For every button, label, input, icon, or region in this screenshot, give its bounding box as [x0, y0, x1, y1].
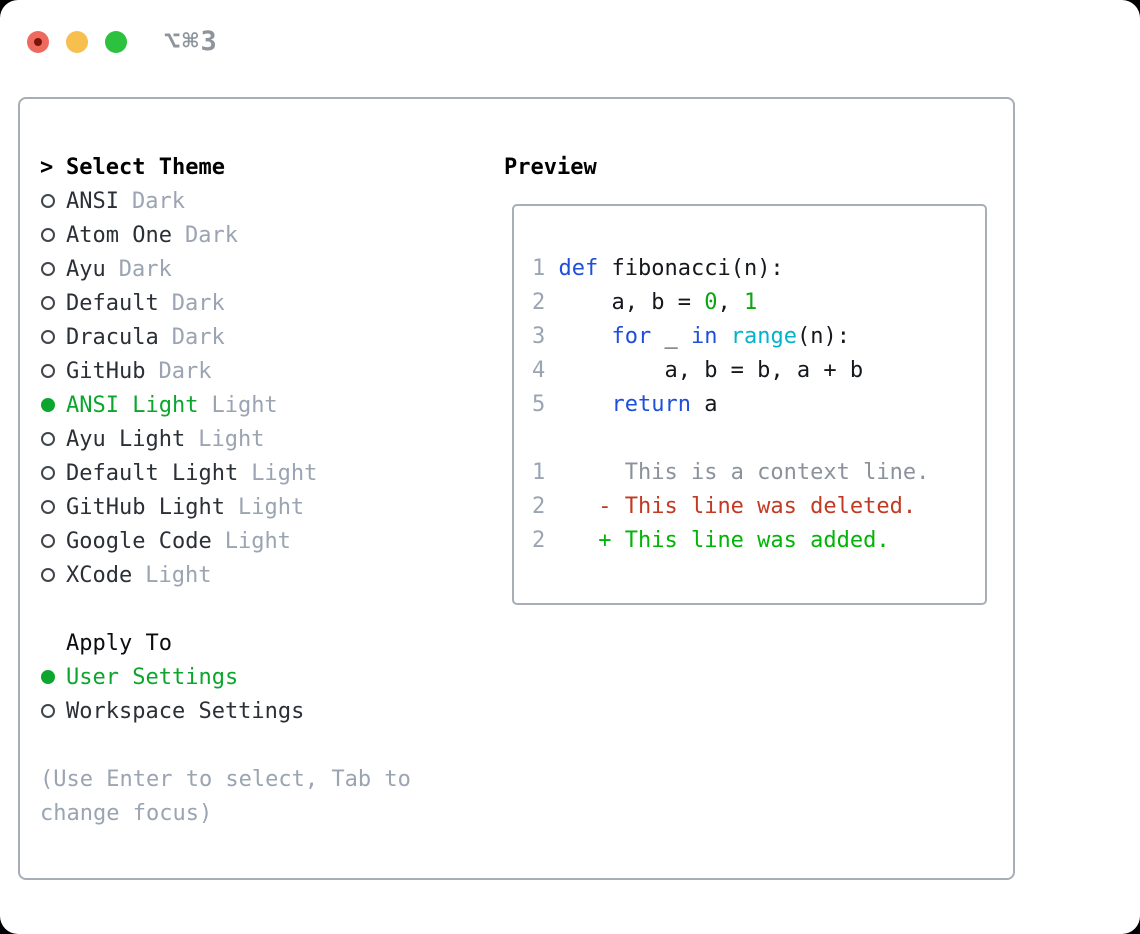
theme-variant-tag: Light — [224, 528, 291, 554]
theme-variant-tag: Dark — [184, 222, 238, 248]
theme-name: GitHub Light — [66, 494, 225, 520]
select-theme-header-label: Select Theme — [66, 154, 225, 180]
window-minimize-button[interactable] — [66, 30, 88, 53]
code-line: 4 a, b = b, a + b — [532, 358, 864, 383]
theme-item[interactable]: Default Dark — [40, 286, 502, 320]
theme-name: Default Light — [66, 460, 239, 486]
preview-title: Preview — [504, 154, 597, 180]
radio-circle-icon — [41, 533, 55, 548]
theme-name: GitHub — [66, 358, 146, 384]
theme-name: ANSI — [66, 188, 119, 214]
apply-option[interactable]: Workspace Settings — [40, 694, 502, 728]
radio-circle-icon — [41, 431, 55, 446]
spacer — [40, 728, 502, 762]
window-zoom-button[interactable] — [105, 30, 127, 53]
theme-item[interactable]: Google Code Light — [40, 524, 502, 558]
theme-item[interactable]: GitHub Dark — [40, 354, 502, 388]
hint-text: (Use Enter to select, Tab to change focus… — [40, 762, 502, 830]
theme-variant-tag: Light — [237, 494, 305, 520]
radio-selected-icon — [41, 397, 55, 412]
window-close-button[interactable] — [27, 30, 49, 53]
code-line: 2 + This line was added. — [532, 528, 890, 553]
radio-selected-icon — [41, 669, 55, 684]
selection-caret: > — [40, 154, 54, 180]
code-preview: 1 def fibonacci(n): 2 a, b = 0, 1 3 for _ … — [532, 252, 985, 558]
theme-name: Atom One — [66, 222, 172, 248]
theme-item[interactable]: ANSI Dark — [40, 184, 502, 218]
code-line: 2 - This line was deleted. — [532, 494, 917, 519]
code-line: 1 This is a context line. — [532, 460, 930, 485]
theme-variant-tag: Light — [251, 460, 318, 486]
theme-name: Google Code — [66, 528, 212, 554]
radio-circle-icon — [41, 193, 55, 208]
close-dot-icon — [34, 37, 42, 46]
code-line — [532, 422, 985, 456]
theme-name: ANSI Light — [66, 392, 199, 418]
theme-name: Ayu Light — [66, 426, 186, 452]
theme-item[interactable]: Ayu Dark — [40, 252, 502, 286]
theme-variant-tag: Dark — [131, 188, 185, 214]
radio-circle-icon — [41, 465, 55, 480]
window-title: ⌥⌘3 — [164, 26, 219, 57]
preview-box: 1 def fibonacci(n): 2 a, b = 0, 1 3 for _ … — [512, 204, 987, 605]
theme-variant-tag: Light — [198, 426, 265, 452]
hint-line: change focus) — [40, 800, 213, 826]
theme-item[interactable]: GitHub Light Light — [40, 490, 502, 524]
radio-circle-icon — [41, 567, 55, 582]
code-line: 1 def fibonacci(n): — [532, 256, 784, 281]
apply-option-label: Workspace Settings — [66, 698, 305, 724]
code-line: 2 a, b = 0, 1 — [532, 290, 758, 315]
window-titlebar: ⌥⌘3 — [27, 26, 219, 57]
code-line: 3 for _ in range(n): — [532, 324, 850, 349]
code-line: 5 return a — [532, 392, 718, 417]
theme-variant-tag: Light — [211, 392, 278, 418]
theme-variant-tag: Dark — [158, 358, 212, 384]
hint-line: (Use Enter to select, Tab to — [40, 766, 411, 792]
theme-name: Dracula — [66, 324, 159, 350]
spacer — [40, 592, 502, 626]
theme-variant-tag: Dark — [118, 256, 172, 282]
radio-circle-icon — [41, 363, 55, 378]
radio-circle-icon — [41, 703, 55, 718]
select-theme-header: > Select Theme — [40, 150, 502, 184]
theme-variant-tag: Light — [145, 562, 212, 588]
theme-item[interactable]: ANSI Light Light — [40, 388, 502, 422]
radio-circle-icon — [41, 295, 55, 310]
apply-option-label: User Settings — [66, 664, 239, 690]
theme-item[interactable]: Atom One Dark — [40, 218, 502, 252]
radio-circle-icon — [41, 329, 55, 344]
apply-to-header: Apply To — [40, 626, 502, 660]
radio-circle-icon — [41, 227, 55, 242]
theme-name: Ayu — [66, 256, 106, 282]
apply-option[interactable]: User Settings — [40, 660, 502, 694]
radio-circle-icon — [41, 261, 55, 276]
theme-variant-tag: Dark — [171, 324, 225, 350]
theme-item[interactable]: Ayu Light Light — [40, 422, 502, 456]
theme-item[interactable]: Default Light Light — [40, 456, 502, 490]
theme-item[interactable]: XCode Light — [40, 558, 502, 592]
theme-name: Default — [66, 290, 159, 316]
radio-circle-icon — [41, 499, 55, 514]
preview-panel: Preview 1 def fibonacci(n): 2 a, b = 0, 1… — [504, 150, 1004, 605]
theme-variant-tag: Dark — [171, 290, 225, 316]
theme-name: XCode — [66, 562, 133, 588]
theme-item[interactable]: Dracula Dark — [40, 320, 502, 354]
apply-to-header-label: Apply To — [66, 630, 172, 656]
